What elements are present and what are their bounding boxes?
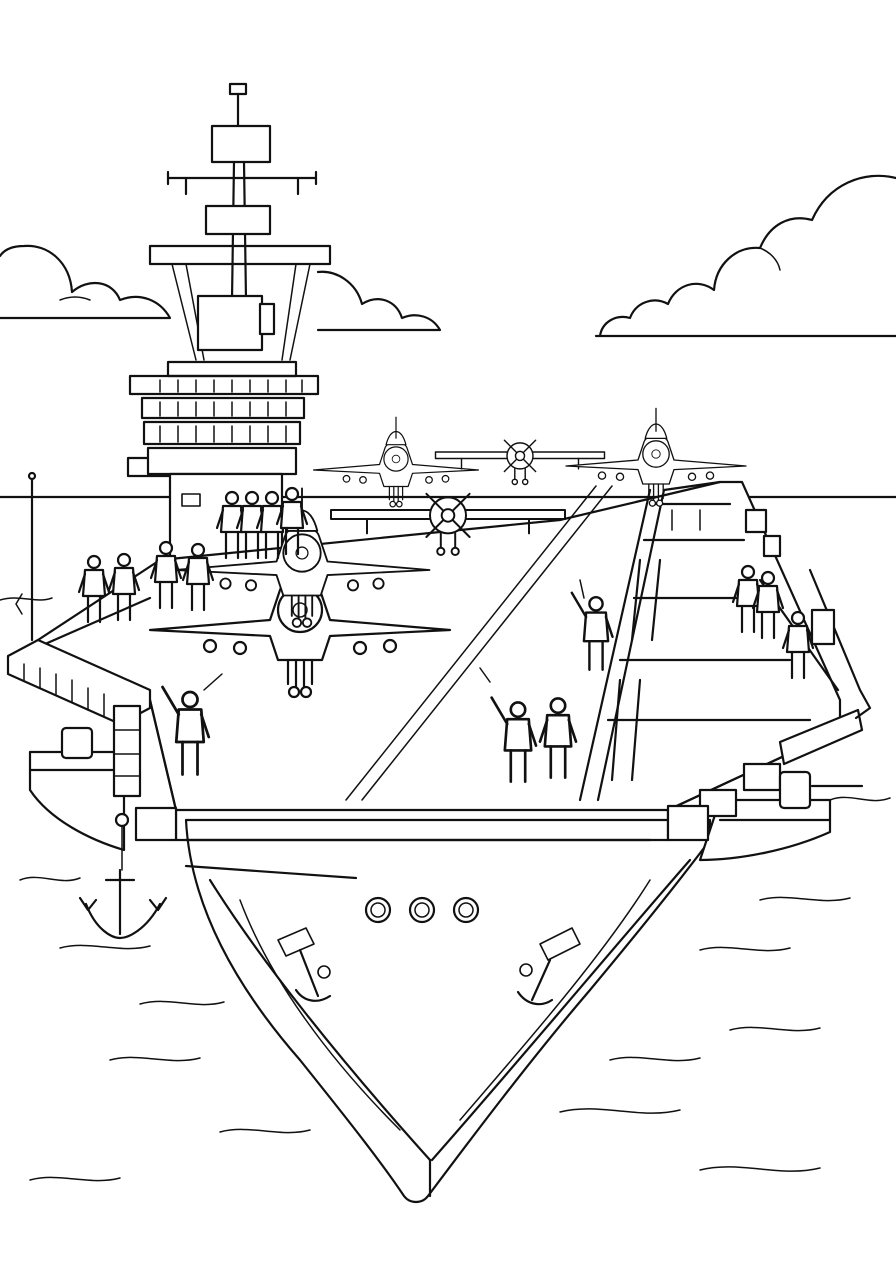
cloud-left (0, 244, 172, 320)
hull (28, 750, 832, 1204)
flight-deck (34, 480, 842, 842)
cloud-center (316, 270, 442, 332)
cloud-right (594, 174, 896, 338)
anchor-icon (78, 812, 168, 940)
deck-edge-equipment-left (6, 638, 178, 842)
ship-island (126, 82, 332, 562)
prop-plane-far (434, 439, 606, 486)
anchor-emblem-left (277, 927, 332, 1002)
crew-signalers-center (479, 579, 614, 783)
deck-edge-equipment-right (666, 508, 872, 842)
crew-signaler-left (161, 673, 223, 776)
jet-far-left (312, 416, 480, 508)
anchor-emblem-right (516, 927, 581, 1006)
flag-pole (15, 471, 37, 642)
bow-portholes (364, 896, 480, 924)
